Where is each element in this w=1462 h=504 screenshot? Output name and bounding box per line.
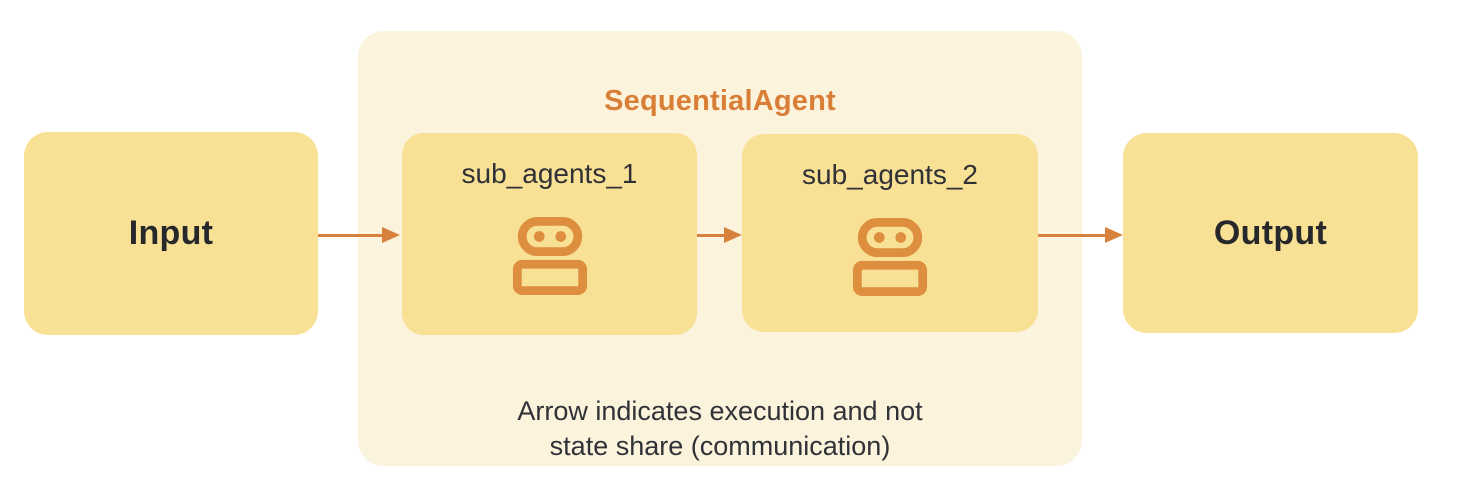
sub-agent-node-2: sub_agents_2 [742, 134, 1038, 332]
arrow-sub2-to-output [1038, 227, 1123, 243]
arrowhead-icon [382, 227, 400, 243]
input-label: Input [128, 214, 214, 252]
arrowhead-icon [724, 227, 742, 243]
robot-icon [511, 216, 589, 296]
arrow-sub1-to-sub2 [697, 227, 742, 243]
sub-agent-node-1: sub_agents_1 [402, 133, 697, 335]
arrow-caption-line1: Arrow indicates execution and not [517, 396, 923, 426]
input-node: Input [24, 132, 318, 335]
arrow-caption: Arrow indicates execution and not state … [358, 394, 1082, 464]
arrowhead-icon [1105, 227, 1123, 243]
output-node: Output [1123, 133, 1418, 333]
arrow-shaft [697, 233, 724, 237]
sub-agent-2-label: sub_agents_2 [802, 159, 978, 190]
arrow-shaft [318, 233, 382, 237]
arrow-shaft [1038, 233, 1105, 237]
output-label: Output [1213, 213, 1328, 252]
arrow-caption-line2: state share (communication) [549, 431, 891, 461]
sub-agent-1-label: sub_agents_1 [461, 158, 638, 189]
sequential-agent-title: SequentialAgent [604, 85, 836, 117]
arrow-input-to-sub1 [318, 227, 400, 243]
robot-icon [851, 217, 929, 297]
